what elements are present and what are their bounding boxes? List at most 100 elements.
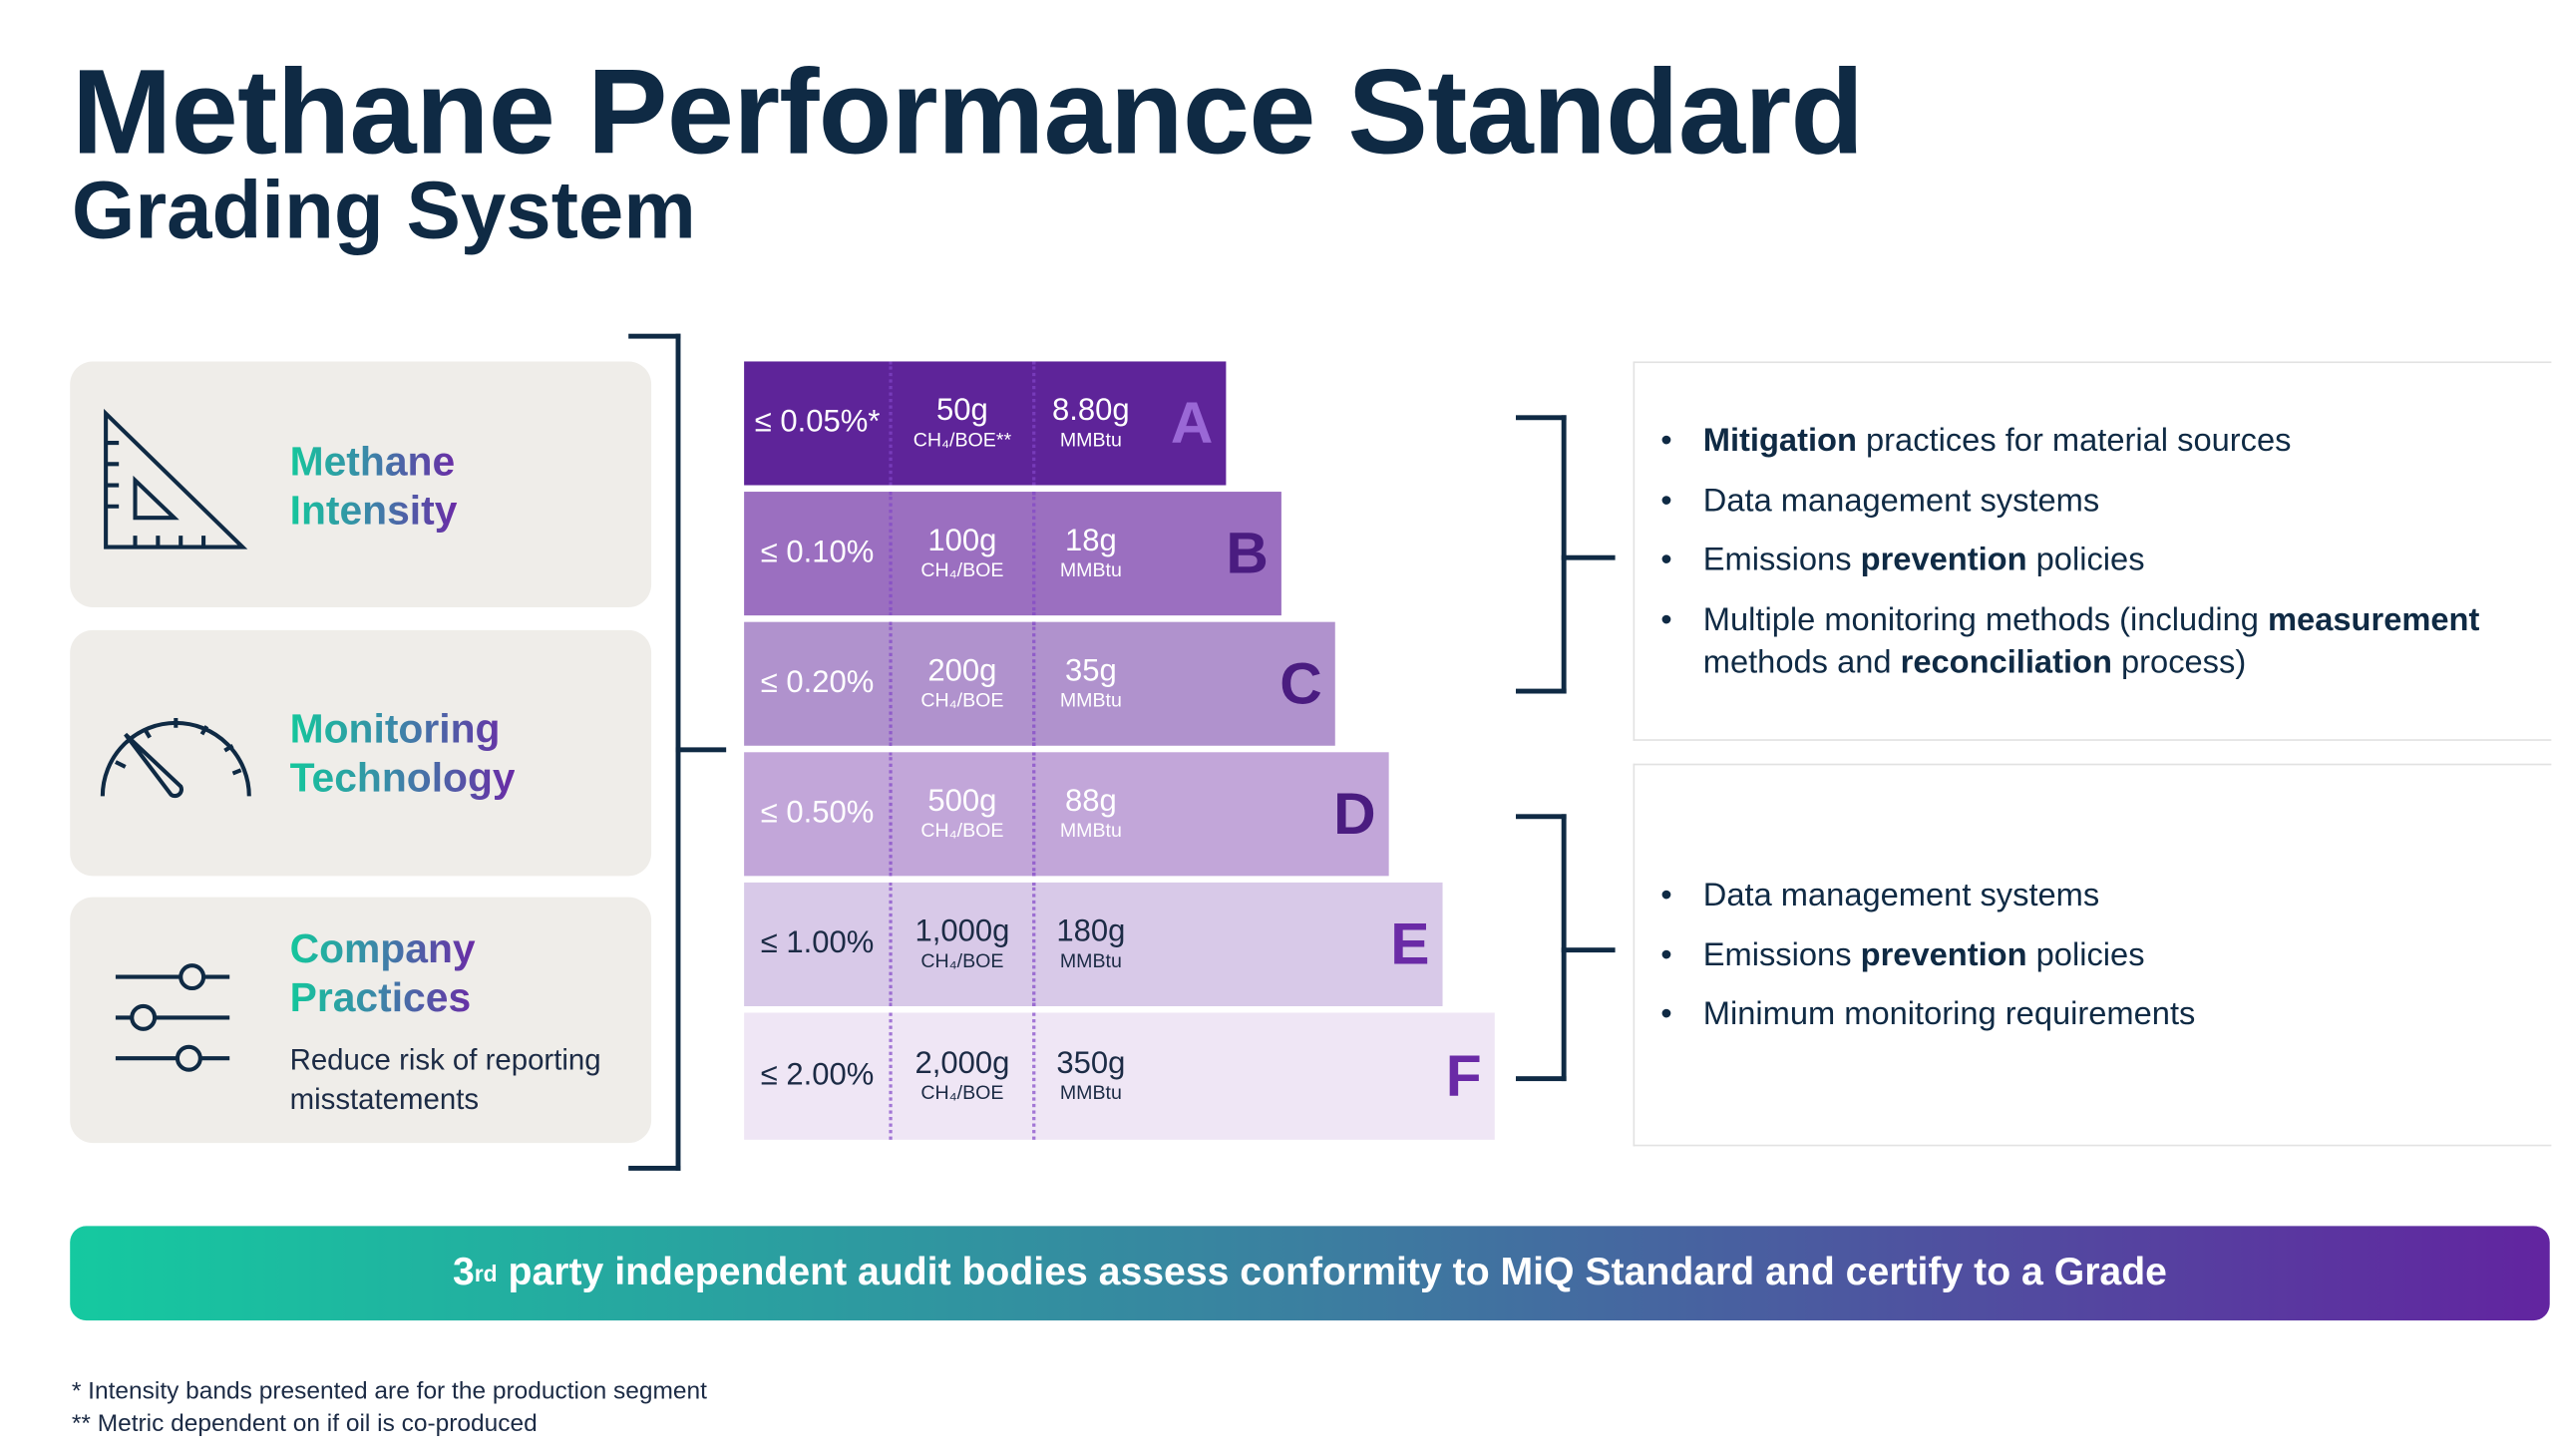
boe-unit: CH₄/BOE [920, 818, 1004, 842]
column-divider [1032, 361, 1036, 486]
sliders-icon [115, 963, 230, 1072]
bracket-def-connector [1561, 947, 1616, 953]
boe-unit: CH₄/BOE [920, 687, 1004, 711]
mmbtu-unit: MMBtu [1059, 948, 1122, 971]
grade-letter: B [1226, 519, 1269, 586]
boe-value: 1,000g [914, 913, 1010, 949]
intensity-threshold: ≤ 2.00% [760, 1058, 875, 1093]
column-divider [1032, 752, 1036, 877]
grade-letter: A [1170, 389, 1214, 457]
requirement-item: Emissions prevention policies [1660, 539, 2549, 580]
mmbtu-unit: MMBtu [1059, 687, 1122, 711]
bracket-left-connector [675, 747, 727, 753]
bracket-def-top [1515, 814, 1567, 820]
page-subtitle: Grading System [71, 164, 696, 256]
mmbtu-unit: MMBtu [1059, 818, 1122, 842]
column-divider [1032, 621, 1036, 746]
set-square-icon [104, 408, 248, 549]
boe-unit: CH₄/BOE [920, 557, 1004, 581]
column-divider [889, 492, 893, 616]
column-divider [889, 882, 893, 1006]
boe-value: 50g [936, 393, 988, 428]
intensity-threshold: ≤ 0.20% [760, 665, 875, 701]
mmbtu-value: 8.80g [1052, 393, 1130, 428]
mmbtu-unit: MMBtu [1059, 1080, 1122, 1104]
column-divider [889, 752, 893, 877]
column-divider [1032, 882, 1036, 1006]
bracket-def [1561, 814, 1567, 1082]
grade-letter: E [1390, 910, 1430, 977]
mmbtu-unit: MMBtu [1059, 557, 1122, 581]
grade-letter: C [1279, 649, 1322, 717]
mmbtu-value: 350g [1056, 1045, 1126, 1081]
bracket-def-bottom [1515, 1076, 1567, 1082]
requirement-item: Emissions prevention policies [1660, 933, 2195, 975]
footnote: * Intensity bands presented are for the … [71, 1377, 707, 1405]
grade-letter: D [1333, 780, 1376, 847]
intensity-threshold: ≤ 1.00% [760, 925, 875, 961]
intensity-threshold: ≤ 0.10% [760, 536, 875, 570]
mmbtu-value: 88g [1064, 784, 1117, 819]
mmbtu-unit: MMBtu [1059, 427, 1122, 451]
bracket-abc-connector [1561, 554, 1616, 560]
requirement-item: Mitigation practices for material source… [1660, 420, 2549, 462]
bracket-abc-bottom [1515, 688, 1567, 694]
requirements-abc-box: Mitigation practices for material source… [1633, 361, 2552, 741]
mmbtu-value: 18g [1064, 523, 1117, 558]
mmbtu-value: 35g [1064, 653, 1117, 688]
grade-letter: F [1445, 1041, 1482, 1109]
boe-unit: CH₄/BOE [920, 1080, 1004, 1104]
bracket-left-top [628, 333, 681, 339]
requirement-item: Minimum monitoring requirements [1660, 993, 2195, 1035]
mmbtu-value: 180g [1056, 913, 1126, 949]
bracket-abc [1561, 415, 1567, 694]
pillar-description: Reduce risk of reporting misstatements [289, 1043, 601, 1116]
column-divider [889, 1012, 893, 1140]
requirement-item: Data management systems [1660, 875, 2195, 916]
page-title: Methane Performance Standard [71, 44, 1864, 180]
footnote: ** Metric dependent on if oil is co-prod… [71, 1409, 538, 1438]
bracket-abc-top [1515, 415, 1567, 421]
gauge-icon [100, 717, 251, 799]
column-divider [889, 621, 893, 746]
requirement-item: Data management systems [1660, 480, 2549, 522]
boe-value: 2,000g [914, 1045, 1010, 1081]
boe-unit: CH₄/BOE [920, 948, 1004, 971]
boe-unit: CH₄/BOE** [912, 427, 1012, 451]
requirement-item: Multiple monitoring methods (including m… [1660, 598, 2549, 683]
column-divider [1032, 1012, 1036, 1140]
boe-value: 100g [927, 523, 997, 558]
boe-value: 200g [927, 653, 997, 688]
intensity-threshold: ≤ 0.50% [760, 796, 875, 831]
requirements-def-box: Data management systems Emissions preven… [1633, 763, 2552, 1147]
column-divider [1032, 492, 1036, 616]
column-divider [889, 361, 893, 486]
boe-value: 500g [927, 784, 997, 819]
